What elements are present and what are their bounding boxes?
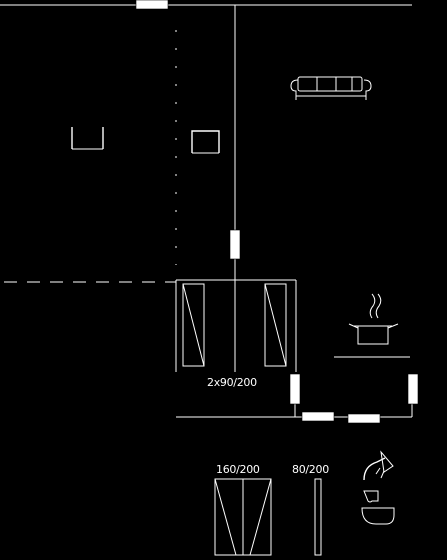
wardrobe-80-label: 80/200	[292, 463, 329, 476]
door-left	[289, 373, 301, 405]
wardrobe-2x90-right	[264, 283, 287, 367]
shower-icon	[363, 450, 394, 481]
table-icon	[191, 130, 220, 154]
partition-door	[229, 229, 241, 260]
cooking-pot-icon	[348, 293, 399, 345]
window-2	[347, 413, 381, 424]
wardrobe-160	[214, 478, 272, 556]
wardrobe-160-label: 160/200	[216, 463, 260, 476]
chair-icon	[71, 127, 104, 150]
closet-walls	[175, 279, 297, 372]
wardrobe-80	[314, 478, 322, 556]
toilet-icon	[361, 490, 395, 525]
top-window	[135, 0, 169, 10]
door-right	[407, 373, 419, 405]
wardrobe-2x90-left	[182, 283, 205, 367]
wardrobe-2x90-label: 2x90/200	[207, 376, 257, 389]
sofa-icon	[290, 76, 372, 100]
window-1	[301, 411, 335, 422]
